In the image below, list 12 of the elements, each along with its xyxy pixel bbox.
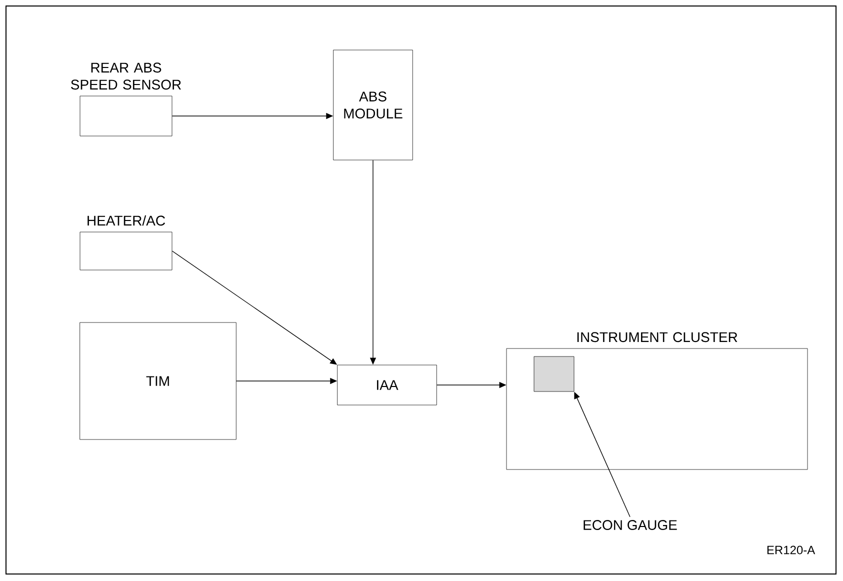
node-label: REAR ABS SPEED SENSOR bbox=[71, 62, 181, 90]
node-label: INSTRUMENT CLUSTER bbox=[577, 332, 738, 342]
component-box: REAR ABS SPEED SENSOR bbox=[71, 62, 181, 136]
module-box: TIM bbox=[80, 322, 236, 440]
module-box: ABS MODULE bbox=[333, 50, 413, 160]
module-box: IAA bbox=[337, 364, 437, 406]
component-box: HEATER/AC bbox=[80, 215, 172, 270]
component-box: INSTRUMENT CLUSTER bbox=[506, 332, 808, 470]
node-label: HEATER/AC bbox=[88, 215, 166, 226]
gauge-square bbox=[534, 356, 574, 392]
figure-code: ER120-A bbox=[767, 546, 816, 554]
callout-text: ECON GAUGE bbox=[584, 520, 677, 530]
